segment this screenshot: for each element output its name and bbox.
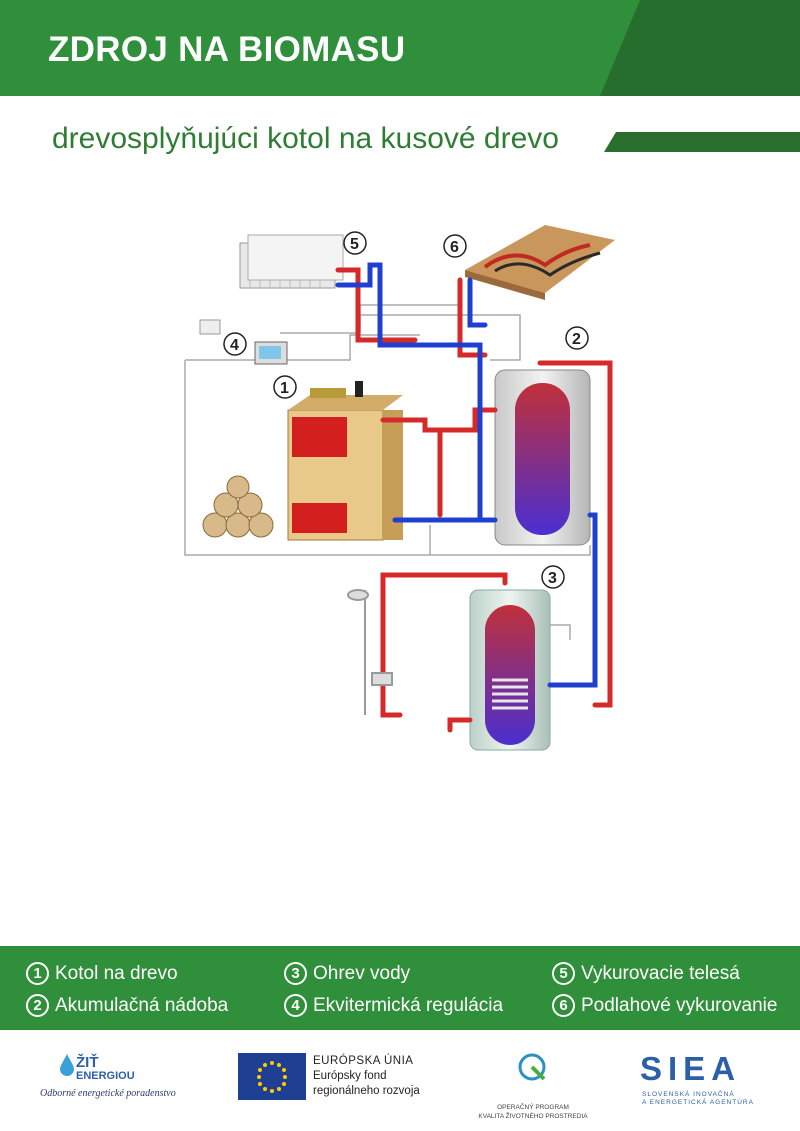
page-title: ZDROJ NA BIOMASU [48, 30, 406, 69]
op-line-2: KVALITA ŽIVOTNÉHO PROSTREDIA [478, 1113, 588, 1120]
legend-number: 6 [552, 994, 575, 1017]
page-subtitle: drevosplyňujúci kotol na kusové drevo [52, 122, 559, 155]
marker-5: 5 [343, 231, 367, 255]
svg-text:6: 6 [450, 239, 459, 256]
siea-line-2: A ENERGETICKÁ AGENTÚRA [642, 1099, 754, 1106]
legend-label: Ekvitermická regulácia [313, 994, 504, 1016]
eu-text: EURÓPSKA ÚNIA Európsky fond regionálneho… [313, 1054, 420, 1099]
legend-item-3: 3 Ohrev vody [284, 962, 410, 985]
legend-label: Podlahové vykurovanie [581, 994, 778, 1016]
zit-top-text: ŽIŤ [76, 1054, 99, 1071]
op-logo-icon [518, 1053, 546, 1081]
zit-tagline: Odborné energetické poradenstvo [40, 1088, 176, 1099]
header-accent [600, 0, 800, 96]
legend-number: 1 [26, 962, 49, 985]
svg-text:1: 1 [280, 380, 289, 397]
wood-boiler [287, 381, 403, 541]
subtitle-accent-bar [604, 132, 800, 152]
eu-line-1: EURÓPSKA ÚNIA [313, 1055, 414, 1067]
siea-wordmark: SIEA [640, 1050, 742, 1087]
legend-number: 4 [284, 994, 307, 1017]
siea-logo: SIEA SLOVENSKÁ INOVAČNÁ A ENERGETICKÁ AG… [640, 1050, 753, 1120]
legend-label: Vykurovacie telesá [581, 962, 740, 984]
legend-label: Ohrev vody [313, 962, 411, 984]
accumulation-tank [494, 369, 591, 546]
eu-flag-icon [238, 1053, 306, 1100]
legend-item-6: 6 Podlahové vykurovanie [552, 994, 777, 1017]
marker-1: 1 [273, 375, 297, 399]
eu-line-2: Európsky fond [313, 1070, 387, 1082]
legend-item-4: 4 Ekvitermická regulácia [284, 994, 503, 1017]
footer-logos: ŽIŤ ENERGIOU Odborné energetické poraden… [0, 1030, 800, 1131]
legend-item-1: 1 Kotol na drevo [26, 962, 178, 985]
legend-item-2: 2 Akumulačná nádoba [26, 994, 228, 1017]
header-banner: ZDROJ NA BIOMASU [0, 0, 800, 96]
zit-energiou-logo: ŽIŤ ENERGIOU Odborné energetické poraden… [40, 1052, 176, 1112]
diagram-svg: 5 6 4 1 2 3 [184, 225, 615, 751]
svg-text:4: 4 [230, 337, 239, 354]
eu-line-3: regionálneho rozvoja [313, 1085, 420, 1097]
zit-mid-text: ENERGIOU [76, 1070, 135, 1082]
svg-text:3: 3 [548, 570, 557, 587]
op-kzp-logo: OPERAČNÝ PROGRAM KVALITA ŽIVOTNÉHO PROST… [477, 1050, 589, 1120]
equitherm-controller [199, 319, 288, 365]
svg-text:2: 2 [572, 331, 581, 348]
heating-system-diagram: 5 6 4 1 2 3 [170, 205, 650, 765]
firewood-logs [202, 475, 274, 538]
diagram-markers: 5 6 4 1 2 3 [223, 231, 589, 589]
marker-3: 3 [541, 565, 565, 589]
hot-water-tank [469, 589, 551, 751]
legend-bar: 1 Kotol na drevo 2 Akumulačná nádoba 3 O… [0, 946, 800, 1030]
marker-2: 2 [565, 326, 589, 350]
marker-4: 4 [223, 332, 247, 356]
shower-fixture [347, 589, 393, 715]
siea-line-1: SLOVENSKÁ INOVAČNÁ [642, 1091, 735, 1098]
legend-label: Akumulačná nádoba [55, 994, 229, 1016]
drop-icon [60, 1054, 74, 1076]
legend-number: 3 [284, 962, 307, 985]
svg-text:5: 5 [350, 236, 359, 253]
legend-number: 5 [552, 962, 575, 985]
radiator [239, 234, 344, 289]
legend-number: 2 [26, 994, 49, 1017]
legend-item-5: 5 Vykurovacie telesá [552, 962, 740, 985]
marker-6: 6 [443, 234, 467, 258]
floor-heating [465, 225, 615, 300]
op-line-1: OPERAČNÝ PROGRAM [497, 1104, 569, 1111]
cold-pipes [335, 262, 598, 688]
legend-label: Kotol na drevo [55, 962, 178, 984]
